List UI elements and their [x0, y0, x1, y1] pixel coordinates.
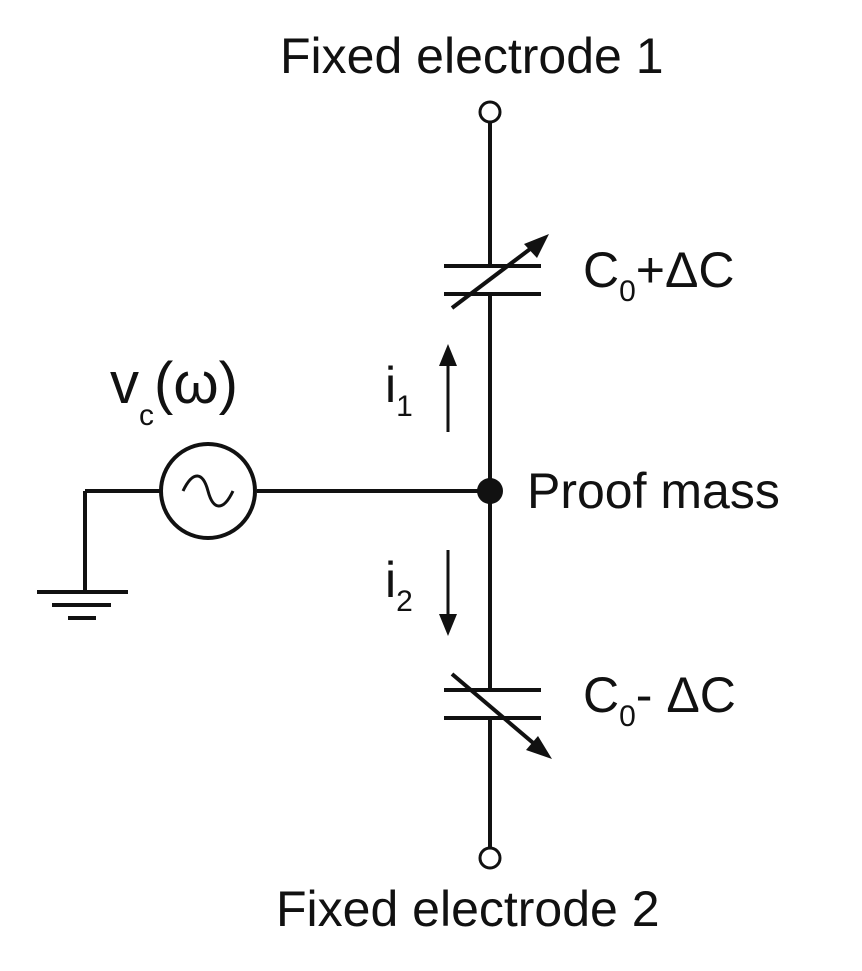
current-2-base: i [385, 552, 396, 608]
ac-source-circle [159, 442, 257, 540]
label-cap-bottom: C0- ΔC [583, 667, 736, 733]
ac-source-sine [181, 474, 235, 508]
current-1-base: i [385, 357, 396, 413]
label-proof-mass: Proof mass [527, 463, 780, 519]
label-current-1: i1 [385, 357, 413, 423]
source-base: v [110, 351, 139, 416]
current-up-arrowhead [439, 344, 457, 366]
cap2-variable-arrow [450, 672, 547, 755]
source-sub: c [139, 399, 154, 432]
label-fixed-electrode-2: Fixed electrode 2 [276, 881, 660, 937]
cap-top-rest: +ΔC [636, 242, 735, 298]
label-source: vc(ω) [110, 351, 238, 432]
proof-mass-node [477, 478, 503, 504]
cap2-arrowhead [526, 736, 552, 759]
current-down-arrowhead [439, 614, 457, 636]
cap-bottom-rest: - ΔC [636, 667, 736, 723]
source-rest: (ω) [154, 351, 238, 416]
terminal-bottom [478, 846, 502, 870]
cap-bottom-sub: 0 [619, 700, 636, 733]
terminal-top [478, 100, 502, 124]
current-1-sub: 1 [396, 390, 413, 423]
cap-top-base: C [583, 242, 619, 298]
cap1-variable-arrow [450, 238, 544, 310]
label-cap-top: C0+ΔC [583, 242, 735, 308]
label-current-2: i2 [385, 552, 413, 618]
label-fixed-electrode-1: Fixed electrode 1 [280, 28, 664, 84]
current-2-sub: 2 [396, 585, 413, 618]
cap-top-sub: 0 [619, 275, 636, 308]
cap-bottom-base: C [583, 667, 619, 723]
cap1-arrowhead [524, 234, 549, 258]
